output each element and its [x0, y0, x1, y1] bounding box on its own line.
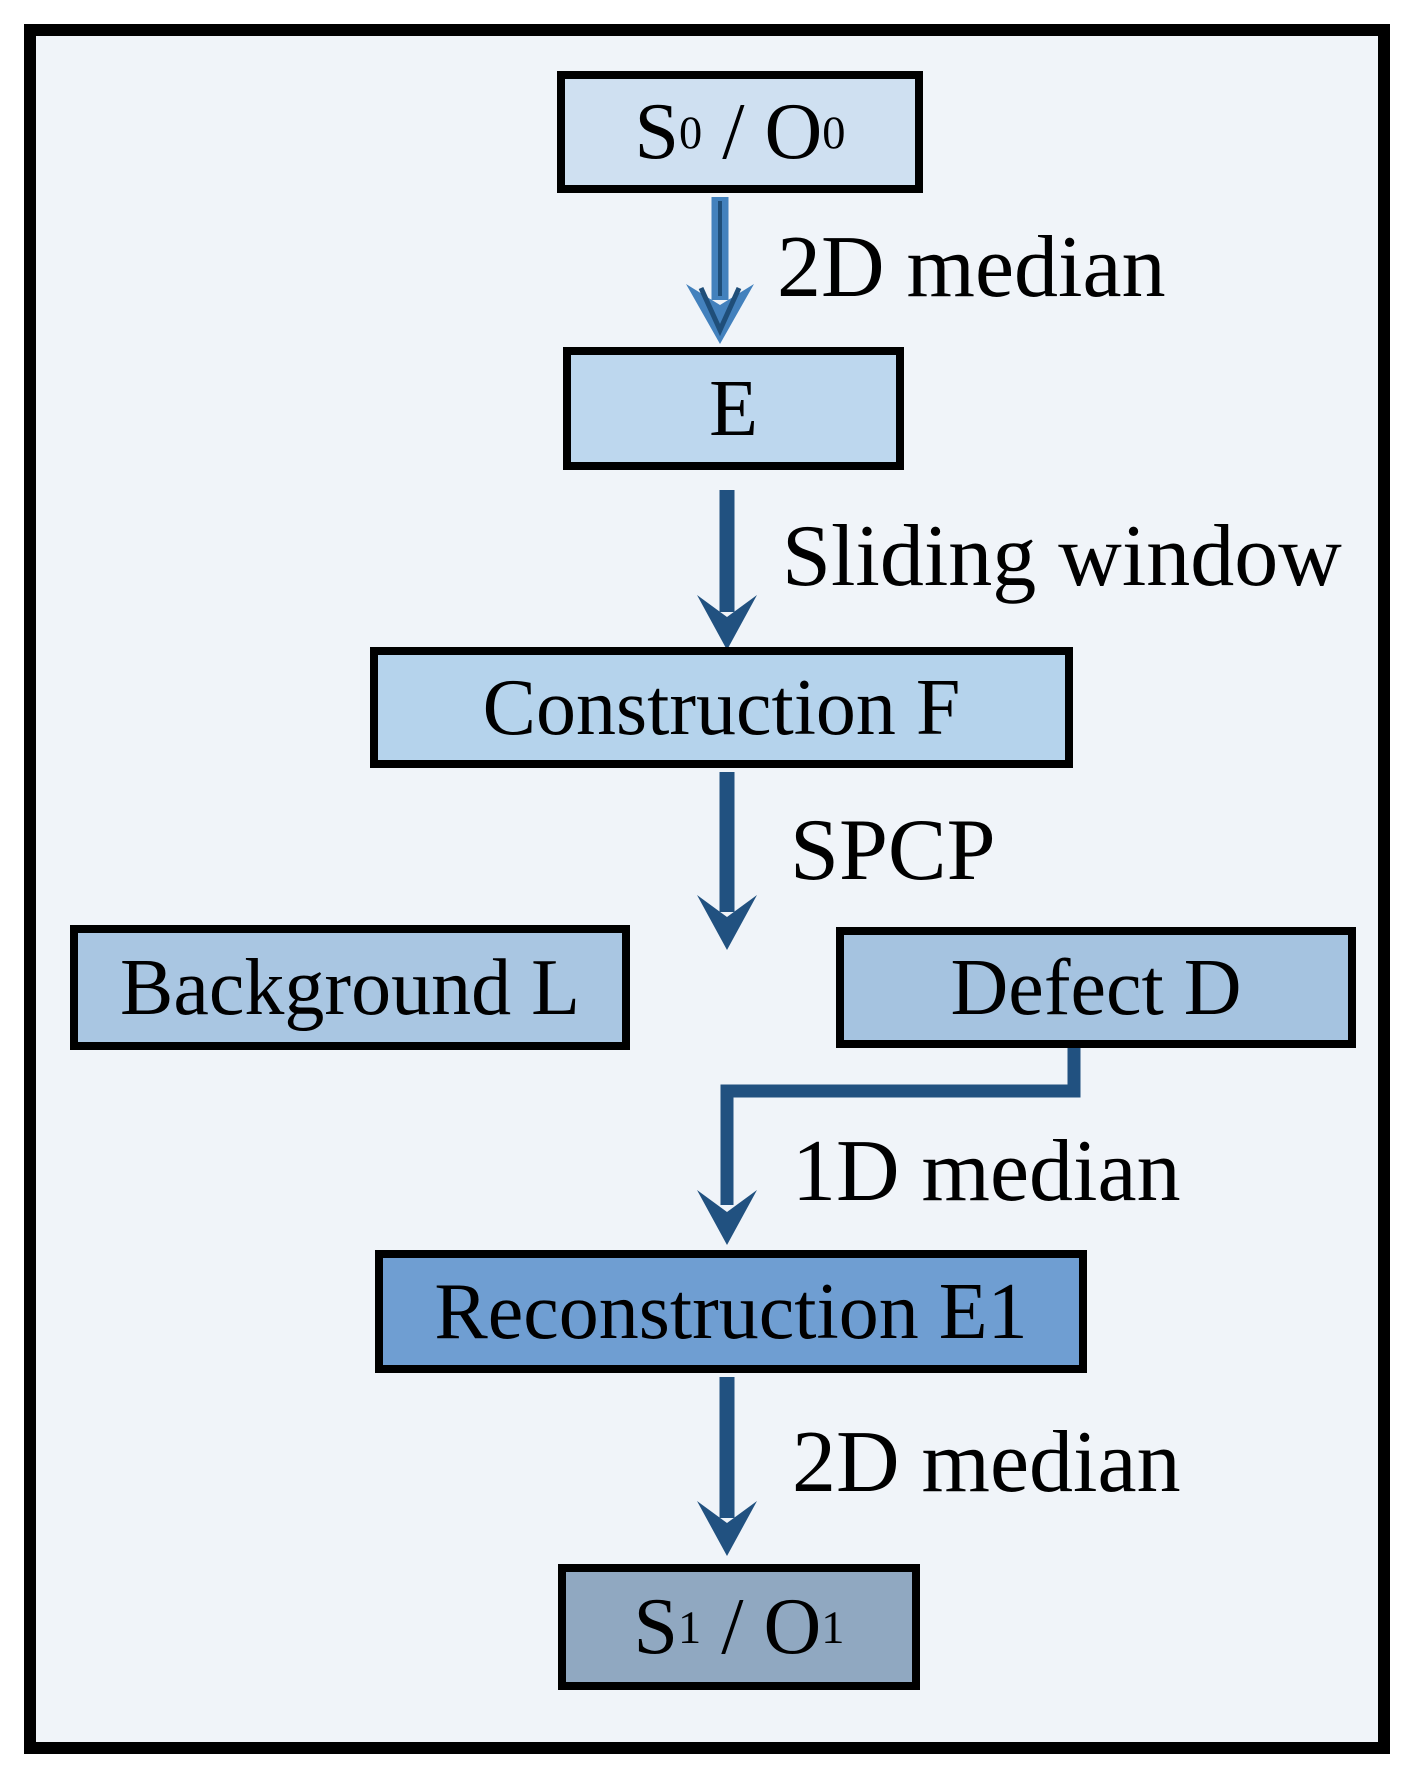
edge-label-2d-median-bottom: 2D median — [792, 1414, 1181, 1511]
node-label: / O — [701, 1583, 822, 1671]
arrow-1d-median-elbow — [720, 1048, 1081, 1205]
node-label: Defect D — [950, 943, 1242, 1032]
flow-arrows-dark — [697, 490, 1081, 1556]
node-label: S — [634, 88, 680, 176]
node-reconstruction-e1: Reconstruction E1 — [375, 1250, 1087, 1373]
node-e: E — [563, 347, 904, 470]
edge-label-sliding-window: Sliding window — [782, 508, 1342, 605]
node-construction-f: Construction F — [370, 647, 1073, 768]
arrow-2d-median-top — [686, 197, 754, 344]
node-label: E — [709, 364, 758, 453]
node-label: / O — [702, 88, 823, 176]
node-label: Background L — [120, 943, 580, 1032]
edge-label-spcp: SPCP — [790, 802, 996, 899]
arrow-1d-median-head — [697, 1190, 757, 1245]
node-defect-d: Defect D — [836, 927, 1356, 1048]
arrow-sliding-window-head — [697, 595, 757, 650]
node-label: Reconstruction E1 — [434, 1267, 1028, 1356]
node-background-l: Background L — [70, 925, 630, 1050]
arrow-2d-median-top-inner — [698, 201, 742, 337]
edge-label-2d-median-top: 2D median — [777, 219, 1166, 316]
node-label: Construction F — [482, 663, 961, 752]
edge-label-1d-median: 1D median — [792, 1123, 1181, 1220]
arrow-inner-chevron — [698, 286, 742, 337]
arrow-2d-median-top-head — [686, 284, 754, 344]
node-label: S — [633, 1583, 679, 1671]
arrow-2d-median-bottom-head — [697, 1501, 757, 1556]
arrow-spcp-head — [697, 895, 757, 950]
